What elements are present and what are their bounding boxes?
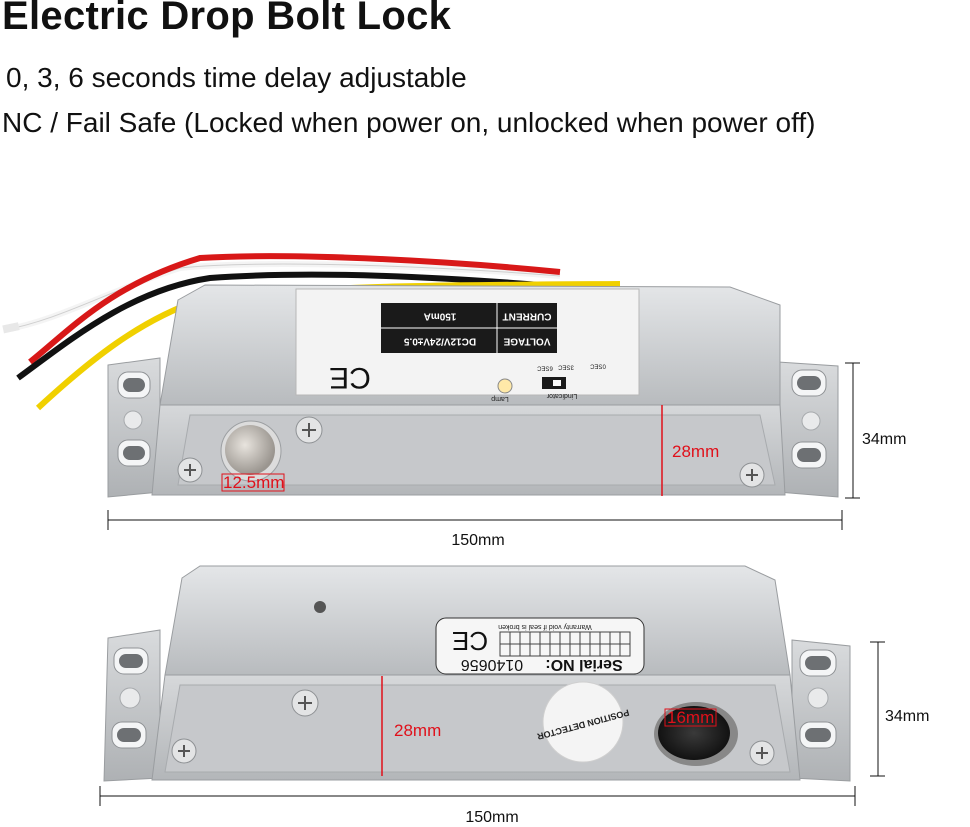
screw-icon — [171, 689, 775, 766]
delay-3-label: 3SEC — [558, 363, 574, 369]
height-outer-label: 34mm — [885, 708, 929, 725]
feature-failsafe: NC / Fail Safe (Locked when power on, un… — [2, 107, 816, 138]
delay-0-label: 0SEC — [590, 362, 606, 368]
height-outer-label: 34mm — [862, 431, 906, 448]
indicator-label: Lindicator — [546, 392, 577, 399]
delay-6-label: 6SEC — [537, 364, 553, 370]
hole-dim-box — [664, 708, 717, 727]
serial-label-text: Serial NO: — [545, 656, 622, 673]
bottom-lock-view: Warranty void if seal is broken CE 01406… — [99, 565, 929, 826]
position-detector — [542, 681, 624, 763]
indicator-hole — [314, 601, 326, 613]
lamp-label: Lamp — [491, 395, 509, 402]
warranty-text: Warranty void if seal is broken — [498, 623, 592, 630]
height-inner-label: 28mm — [672, 442, 719, 461]
screw-icon — [177, 416, 765, 488]
bolt-dim-box — [221, 473, 285, 492]
serial-grid — [499, 631, 631, 657]
lamp-icon — [497, 378, 513, 394]
ce-mark: CE — [452, 626, 488, 656]
label-current: CURRENT — [503, 310, 552, 321]
bolt-diameter-label: 12.5mm — [223, 473, 284, 492]
top-lock-view: CURRENT 150mA VOLTAGE DC12V/24V±0.5 CE L… — [2, 253, 906, 549]
serial-value: 0140656 — [461, 656, 523, 673]
value-voltage: DC12V/24V±0.5 — [403, 335, 476, 346]
hole-diameter-label: 16mm — [667, 708, 714, 727]
label-voltage: VOLTAGE — [503, 335, 550, 346]
height-inner-label: 28mm — [394, 721, 441, 740]
length-label: 150mm — [451, 532, 504, 549]
page-title: Electric Drop Bolt Lock — [2, 0, 452, 38]
value-current: 150mA — [424, 310, 457, 321]
length-label: 150mm — [465, 809, 518, 826]
ce-mark: CE — [329, 361, 371, 394]
feature-delay: 0, 3, 6 seconds time delay adjustable — [6, 62, 467, 93]
